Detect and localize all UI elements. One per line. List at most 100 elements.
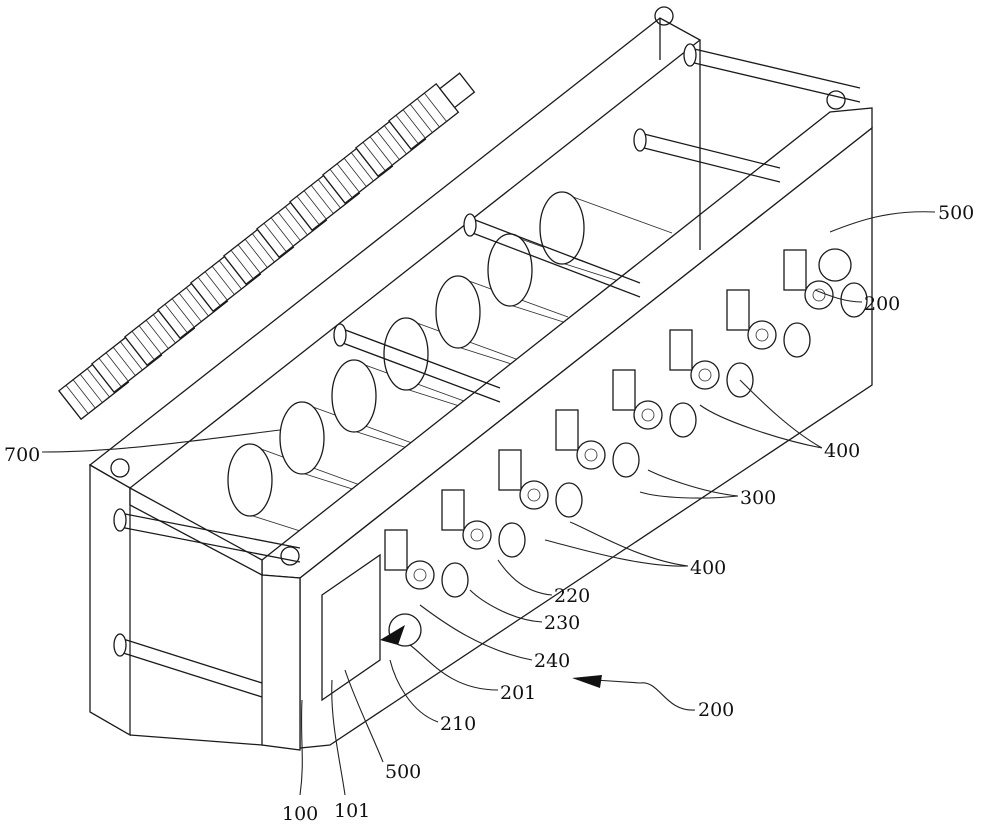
motor-fin: [251, 233, 275, 263]
motor-fin: [237, 244, 261, 274]
label-400-top: 400: [824, 440, 860, 462]
motor-fin: [362, 142, 386, 171]
tie-rod: [469, 217, 641, 284]
motor-fin: [329, 169, 353, 198]
mount-bracket: [783, 249, 807, 291]
motor-fin: [204, 271, 228, 301]
mount-bracket: [612, 369, 636, 411]
motor-fin: [270, 217, 294, 247]
label-200-top: 200: [864, 293, 900, 315]
tie-rod: [639, 146, 781, 183]
label-700: 700: [4, 444, 40, 466]
label-240: 240: [534, 650, 570, 672]
lifting-eye: [654, 6, 674, 26]
motor-fin: [152, 314, 176, 344]
drive-motor: [441, 562, 469, 598]
drive-hub-inner: [641, 408, 655, 422]
motor-fin: [145, 319, 169, 349]
drive-hub: [747, 320, 777, 350]
frame-left-post: [89, 463, 131, 737]
motor-fin: [409, 103, 433, 133]
lifting-eye: [826, 90, 846, 110]
label-201: 201: [500, 682, 536, 704]
motor-fin: [112, 346, 136, 376]
tie-rod: [689, 61, 861, 103]
drive-motor: [612, 442, 640, 478]
motor-fin: [303, 190, 327, 220]
drum-end: [227, 443, 273, 517]
drive-hub-inner: [812, 288, 826, 302]
motor-fin: [65, 385, 89, 414]
drum-end: [539, 191, 585, 265]
rod-flange: [463, 213, 477, 237]
label-500-top: 500: [938, 202, 974, 224]
motor-fin: [402, 109, 426, 139]
motor-row-700: [58, 72, 476, 421]
mount-bracket: [555, 409, 579, 451]
motor-fin: [164, 304, 188, 333]
frame-front-beam: [129, 486, 263, 577]
tie-rod: [339, 341, 501, 403]
motor-fin: [171, 298, 195, 328]
rod-flange: [333, 323, 347, 347]
drive-hub: [405, 560, 435, 590]
drum-end: [279, 401, 325, 475]
motor-fin: [395, 115, 419, 144]
label-500-bottom: 500: [385, 761, 421, 783]
label-230: 230: [544, 612, 580, 634]
motor-fin: [284, 206, 308, 236]
side-panel-101: [321, 553, 381, 702]
motor-fin: [296, 196, 320, 225]
mount-bracket: [441, 489, 465, 531]
drive-motor: [498, 522, 526, 558]
tie-rod: [689, 47, 861, 89]
label-210: 210: [440, 713, 476, 735]
label-200-arrow: 200: [698, 699, 734, 721]
tie-rod: [119, 637, 263, 684]
rod-flange: [683, 43, 697, 67]
motor-fin: [277, 211, 301, 241]
motor-fin: [230, 250, 254, 279]
motor-fin: [343, 157, 367, 187]
frame-100: [88, 6, 873, 751]
tie-rod: [339, 327, 501, 389]
drive-hub: [690, 360, 720, 390]
rod-flange: [633, 128, 647, 152]
servo-motor: [388, 72, 476, 151]
leader-lines: [41, 211, 936, 796]
drive-hub-inner: [527, 488, 541, 502]
motor-fin: [211, 265, 235, 295]
motor-fin: [72, 379, 96, 409]
drum-end: [435, 275, 481, 349]
motor-fin: [197, 277, 221, 306]
drive-hub-inner: [698, 368, 712, 382]
drive-hub: [633, 400, 663, 430]
mount-bracket: [669, 329, 693, 371]
tie-rod: [119, 651, 263, 698]
motor-fin: [383, 125, 407, 155]
motor-fin: [131, 331, 155, 360]
mount-bracket: [384, 529, 408, 571]
drive-motor: [555, 482, 583, 518]
motor-fin: [263, 223, 287, 252]
motor-fin: [105, 352, 129, 382]
drive-units-400: [384, 248, 868, 647]
drive-hub: [576, 440, 606, 470]
tie-rod: [469, 231, 641, 298]
rod-flange: [113, 633, 127, 657]
label-300: 300: [740, 487, 776, 509]
drive-hub: [804, 280, 834, 310]
frame-side-plate: [299, 126, 873, 749]
drive-motor: [840, 282, 868, 318]
tie-rod: [639, 132, 781, 169]
mount-bracket: [726, 289, 750, 331]
drive-hub: [519, 480, 549, 510]
label-100: 100: [282, 803, 318, 825]
gearbox: [438, 72, 476, 109]
motor-fin: [244, 238, 268, 268]
motor-200: [818, 248, 852, 282]
motor-fin: [79, 373, 103, 403]
arrow-200: [572, 675, 602, 688]
motor-fin: [185, 287, 209, 317]
tie-rods: [113, 43, 861, 698]
